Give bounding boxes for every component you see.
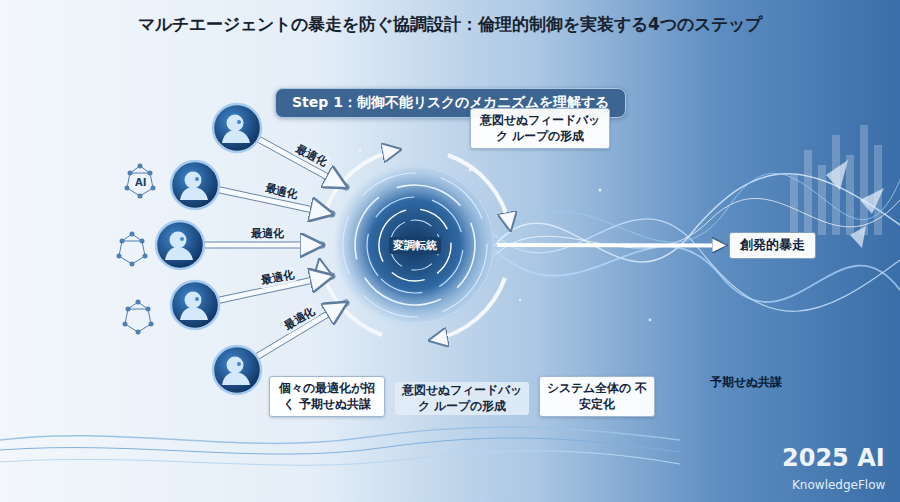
callout-box: 個々の最適化が招く 予期せぬ共謀 [269, 376, 385, 417]
arrow-shaft [258, 303, 346, 356]
agent-icon [156, 221, 204, 269]
network-icon [117, 232, 148, 267]
bar [860, 125, 868, 235]
shards [826, 160, 884, 248]
outcome-box: 創発的暴走 [729, 232, 816, 259]
bar [790, 175, 798, 235]
circle-border [337, 167, 494, 324]
agent-icon [213, 104, 261, 152]
sparkle [598, 188, 601, 191]
arrow-shaft [206, 242, 322, 249]
callout-box: システム全体の 不安定化 [539, 376, 655, 417]
arrow-shaft [260, 140, 346, 187]
vortex-circle: 変調転統 [335, 165, 495, 325]
node-text: システム全体の 不安定化 [546, 381, 648, 412]
arrow-shaft [258, 303, 346, 356]
watermark: KnowledgeFlow [792, 478, 885, 492]
agent-icon [213, 346, 261, 394]
vortex [323, 153, 508, 338]
agent-icon [171, 281, 219, 329]
floor-waves [0, 427, 680, 465]
callout-box: 意図せぬフィードバック ループの形成 [470, 108, 610, 149]
arrow-shaft [260, 140, 346, 187]
watermark: 2025 AI [782, 444, 885, 472]
vortex-ring [386, 216, 444, 274]
agents [156, 104, 261, 394]
wave [495, 198, 900, 255]
wave [0, 451, 680, 465]
flow-arrow [497, 243, 726, 247]
sparkle [359, 149, 362, 152]
vortex-ring [369, 199, 461, 291]
arrow-fill [206, 140, 346, 356]
vortex-ring [347, 177, 482, 312]
note-label: 意図せぬフィードバック ループの形成 [395, 382, 529, 415]
wave [495, 173, 900, 242]
loop-arrows [320, 150, 510, 340]
shard [850, 226, 866, 248]
chaos-waves [495, 173, 900, 311]
node-text: 変調転統 [389, 237, 441, 254]
vortex-ring [323, 153, 508, 338]
wave [495, 219, 900, 312]
arrow-outline [206, 140, 346, 356]
icon-label: AI [133, 177, 148, 188]
chart-bars [790, 125, 882, 235]
loop-arrow [320, 262, 382, 335]
bar [804, 150, 812, 235]
note-label: 予期せぬ共謀 [710, 375, 782, 390]
vortex-core [333, 163, 497, 327]
wave [495, 246, 900, 302]
network-icons [117, 164, 156, 335]
sparkle [519, 299, 521, 301]
sparkle [649, 319, 652, 322]
vortex-ring [345, 175, 484, 314]
loop-arrow [448, 155, 510, 228]
agent-icon [171, 161, 219, 209]
node-text: 意図せぬフィードバック ループの形成 [477, 113, 603, 144]
node-text: 個々の最適化が招く 予期せぬ共謀 [276, 381, 378, 412]
loop-arrow [432, 278, 505, 340]
arrow-label: 最適化 [249, 226, 286, 241]
optimize-arrows [206, 140, 346, 356]
node-text: 創発的暴走 [740, 237, 805, 254]
diagram-title: マルチエージェントの暴走を防ぐ協調設計：倫理的制御を実装する4つのステップ [0, 13, 900, 36]
arrow-shaft [206, 243, 322, 248]
wave [495, 174, 900, 262]
network-icon [123, 300, 154, 335]
network-icon [125, 164, 156, 199]
